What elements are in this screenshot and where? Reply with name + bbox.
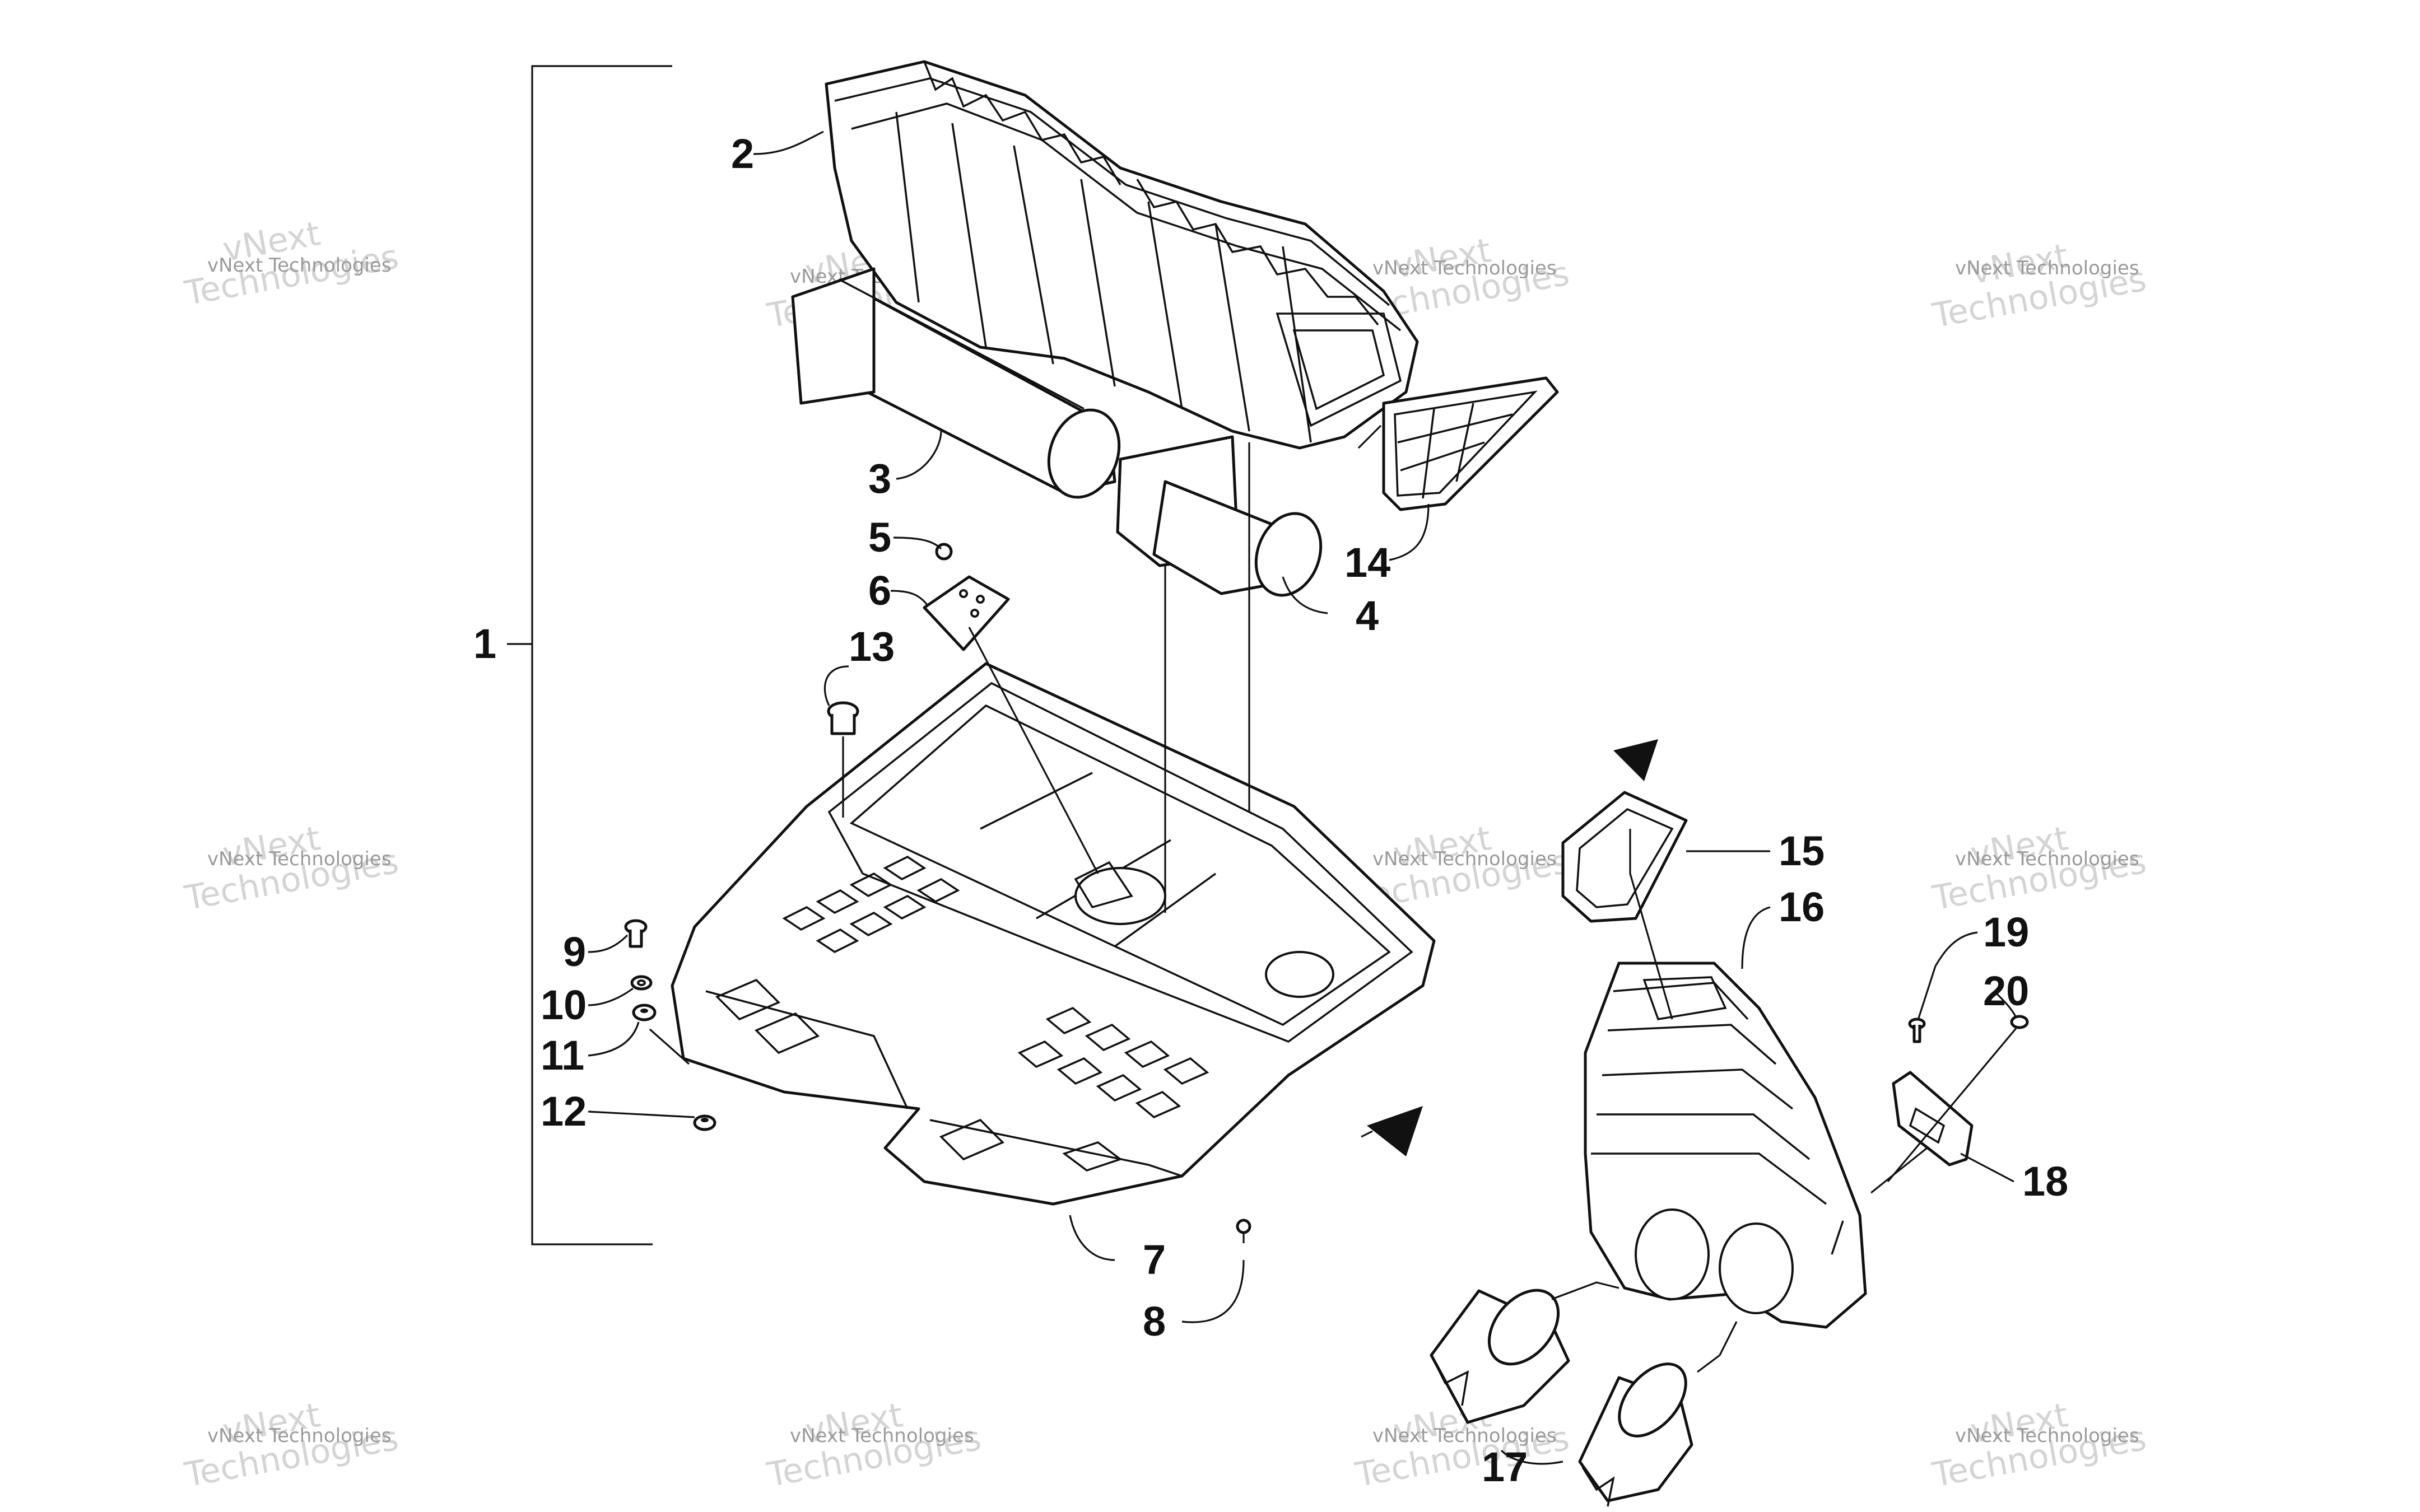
watermark-small: vNext Technologies	[207, 848, 392, 870]
part-15-gasket	[1561, 791, 1688, 923]
callout-15: 15	[1779, 828, 1825, 874]
leader-6	[890, 590, 928, 605]
arrow-line	[1361, 1130, 1373, 1138]
bracket-guide-line	[1870, 1147, 1928, 1194]
watermark-small: vNext Technologies	[1372, 848, 1557, 870]
leader-5	[893, 536, 942, 550]
leader-16	[1741, 906, 1771, 969]
callout-18: 18	[2022, 1158, 2068, 1205]
part-11-grommet	[632, 1004, 657, 1021]
callout-7: 7	[1143, 1236, 1166, 1283]
callout-12: 12	[541, 1088, 587, 1135]
part-17-duct-adapter-right	[1578, 1362, 1693, 1507]
callout-10: 10	[541, 982, 587, 1028]
part-17-duct-adapter-left	[1430, 1289, 1570, 1424]
watermark-small: vNext Technologies	[1955, 257, 2139, 279]
leader-6-drop	[968, 627, 1099, 874]
watermark-small: vNext Technologies	[1955, 848, 2139, 870]
part-20-screw	[2010, 1015, 2029, 1029]
callout-19: 19	[1983, 909, 2029, 955]
watermark-small: vNext Technologies	[1955, 1425, 2139, 1447]
watermark-small: vNext Technologies	[790, 1425, 974, 1447]
duct-guide-line-left	[1551, 1281, 1619, 1300]
callout-13: 13	[849, 623, 895, 670]
part-18-bracket	[1892, 1071, 1974, 1166]
callout-5: 5	[868, 514, 891, 561]
leader-3	[896, 431, 942, 480]
assembly-bracket	[531, 65, 672, 1245]
part-6-cover-plate	[923, 575, 1010, 651]
watermark-small: vNext Technologies	[207, 1425, 392, 1447]
callout-9: 9	[563, 928, 586, 975]
part-2-upper-airbox	[825, 60, 1419, 450]
part-14-inlet-screen	[1382, 376, 1559, 511]
callout-3: 3	[868, 455, 891, 502]
direction-arrow-top	[1613, 739, 1658, 781]
part-8-bolt	[1236, 1219, 1251, 1234]
leader-14-stub	[1357, 424, 1382, 449]
leader-14	[1389, 503, 1430, 561]
duct-guide-line-right	[1697, 1321, 1738, 1373]
direction-arrow-bottom	[1367, 1106, 1423, 1156]
part-7-lower-airbox	[671, 662, 1436, 1206]
leader-10	[588, 987, 634, 1006]
callout-2: 2	[731, 130, 754, 177]
callout-14: 14	[1344, 539, 1390, 586]
part-19-rivet	[1908, 1018, 1926, 1043]
part-12-nut	[693, 1114, 716, 1131]
callout-1: 1	[473, 620, 496, 667]
part-4-right-tube	[1116, 435, 1323, 597]
leader-9	[588, 934, 629, 953]
leader-20-drop	[1887, 1026, 2018, 1183]
leader-13	[823, 665, 849, 706]
callout-20: 20	[1983, 968, 2029, 1014]
leader-2	[753, 130, 824, 155]
part-10-washer	[630, 975, 653, 991]
leader-4	[1282, 576, 1328, 614]
part-16-intake-boot	[1584, 962, 1867, 1329]
callout-6: 6	[868, 567, 891, 614]
part-9-screw	[624, 919, 648, 948]
callout-17: 17	[1482, 1444, 1528, 1490]
leader-11	[588, 1021, 640, 1057]
leader-7	[1069, 1215, 1115, 1261]
leader-19-drop	[1918, 965, 1937, 1019]
leader-11-drop	[649, 1028, 690, 1065]
leader-17	[1500, 1449, 1563, 1465]
part-3-left-tube	[791, 267, 1121, 499]
callout-4: 4	[1356, 592, 1379, 639]
callout-11: 11	[541, 1032, 584, 1079]
watermark-small: vNext Technologies	[1372, 257, 1557, 279]
watermark-small: vNext Technologies	[1372, 1425, 1557, 1447]
part-13-plug	[827, 701, 859, 735]
callout-16: 16	[1779, 884, 1825, 930]
leader-15-drop	[1629, 829, 1673, 1020]
leader-20	[1993, 990, 2017, 1017]
leader-12	[588, 1110, 695, 1118]
watermark-small: vNext Technologies	[207, 254, 392, 277]
leader-19	[1934, 931, 1978, 967]
callout-8: 8	[1143, 1298, 1166, 1345]
leader-8	[1181, 1259, 1245, 1323]
leader-18	[1960, 1152, 2014, 1183]
